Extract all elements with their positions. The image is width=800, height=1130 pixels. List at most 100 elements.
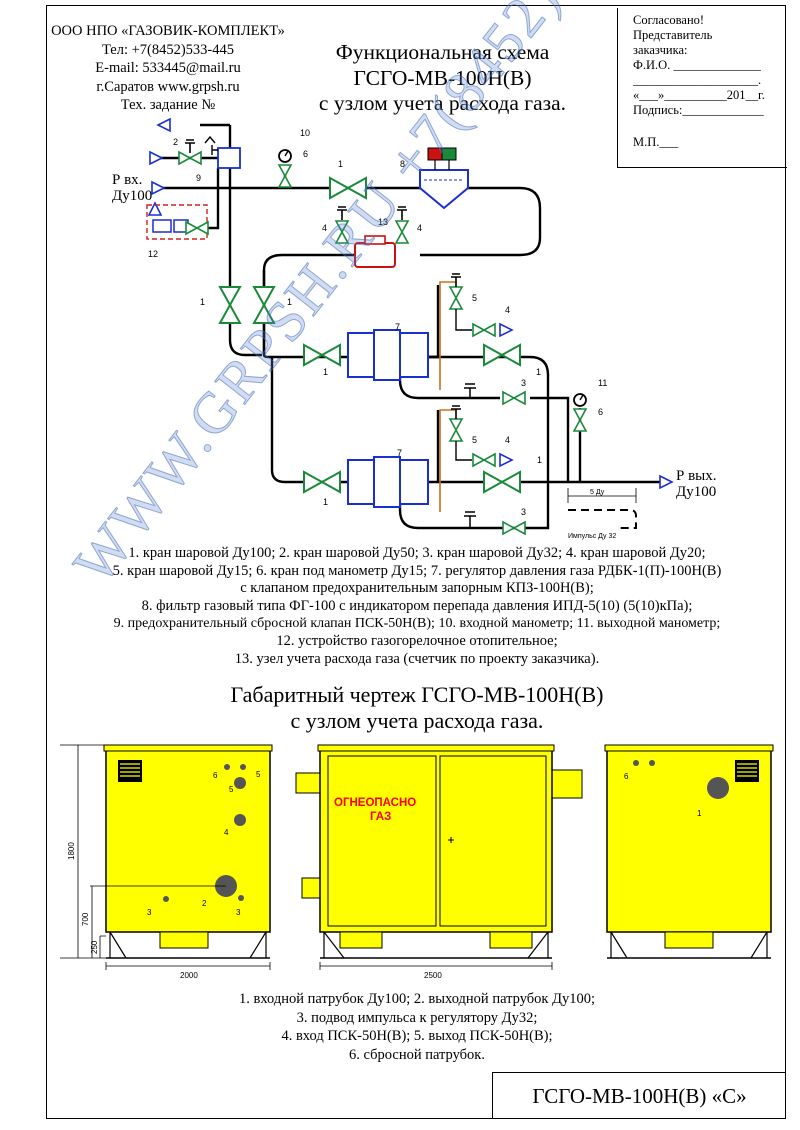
svg-text:1: 1 [200, 297, 205, 307]
approval-line: ____________________. [633, 73, 762, 87]
approval-sign: Подпись:_____________ [633, 103, 764, 117]
approval-block: Согласовано! Представитель заказчика: Ф.… [617, 8, 787, 168]
approval-fio: Ф.И.О. ______________ [633, 58, 761, 72]
inlet-label: Р вх. Ду100 [112, 172, 152, 204]
svg-text:4: 4 [322, 223, 327, 233]
manometer-11-icon [573, 393, 587, 407]
cabinet-front [295, 744, 583, 970]
company-phone: Тел: +7(8452)533-445 [101, 41, 235, 58]
valve-5-b [449, 418, 463, 442]
approval-rep1: Представитель [633, 28, 713, 42]
approval-rep2: заказчика: [633, 43, 688, 57]
legend2-item: 6. сбросной патрубок. [349, 1046, 485, 1063]
outlet-label-dn: Ду100 [676, 484, 717, 500]
scheme-legend: 1. кран шаровой Ду100; 2. кран шаровой Д… [48, 545, 786, 668]
svg-text:9: 9 [196, 173, 201, 183]
valve-1-line2-in [303, 471, 341, 493]
valve-4-b-handle [396, 206, 408, 221]
valve-4-a [335, 220, 349, 244]
svg-text:4: 4 [505, 305, 510, 315]
gas-meter-13-icon [354, 235, 396, 268]
valve-1-bypass-a [219, 286, 241, 324]
approval-agreed: Согласовано! [633, 13, 705, 27]
vent-arrow-a [499, 323, 513, 337]
svg-text:1: 1 [697, 809, 702, 818]
dimension-title: Габаритный чертеж ГСГО-МВ-100Н(В) с узло… [48, 682, 786, 734]
outlet-arrow [659, 475, 673, 489]
valve-4-d [472, 453, 496, 467]
svg-text:6: 6 [598, 407, 603, 417]
svg-text:11: 11 [598, 378, 607, 388]
valve-5-b-handle [450, 405, 462, 420]
impulse-tap-a [464, 383, 476, 398]
dim-700: 700 [81, 912, 90, 926]
drawing-frame [46, 5, 786, 1119]
scheme-title-line1: Функциональная схема [335, 40, 550, 64]
approval-mp: М.П.___ [633, 135, 679, 149]
valve-4-c [472, 323, 496, 337]
svg-text:3: 3 [521, 378, 526, 388]
valve-3-a [502, 391, 526, 405]
dim-5du-label: 5 Ду [590, 489, 605, 496]
cabinet-side-right [604, 744, 774, 959]
warning-line2: ГАЗ [370, 811, 391, 823]
svg-text:6: 6 [303, 149, 308, 159]
valve-1-inlet [329, 177, 367, 199]
valve-2 [178, 151, 202, 165]
valve-4-a-handle [336, 206, 348, 221]
legend1-item: 13. узел учета расхода газа (счетчик по … [234, 650, 600, 667]
outlet-label-p: Р вых. [676, 468, 717, 484]
dim-lines-left [60, 744, 271, 970]
legend2-item: 4. вход ПСК-50Н(В); 5. выход ПСК-50Н(В); [281, 1028, 553, 1044]
legend1-item: 9. предохранительный сбросной клапан ПСК… [113, 616, 721, 632]
company-name: ООО НПО «ГАЗОВИК-КОМПЛЕКТ» [51, 23, 285, 39]
svg-text:2: 2 [173, 137, 178, 147]
scheme-title-line2: ГСГО-МВ-100Н(В) [353, 65, 532, 90]
svg-text:13: 13 [378, 217, 388, 227]
impulse-dashed-line [568, 509, 637, 529]
dim-width-front: 2500 [424, 971, 442, 980]
svg-text:7: 7 [395, 322, 400, 332]
regulator-7-line2-icon [347, 456, 429, 508]
svg-text:1: 1 [536, 367, 541, 377]
scheme-title: Функциональная схема ГСГО-МВ-100Н(В) с у… [280, 40, 605, 117]
inlet-label-dn: Ду100 [112, 188, 153, 204]
svg-text:1: 1 [338, 159, 343, 169]
inlet-arrow [151, 181, 165, 195]
svg-text:5: 5 [472, 293, 477, 303]
company-block: ООО НПО «ГАЗОВИК-КОМПЛЕКТ» Тел: +7(8452)… [48, 22, 288, 115]
valve-1-line2-out [483, 471, 521, 493]
legend2-item: 3. подвод импульса к регулятору Ду32; [296, 1009, 538, 1026]
dimension-title-line2: с узлом учета расхода газа. [290, 708, 544, 733]
outlet-label: Р вых. Ду100 [676, 468, 717, 500]
dim-width-side: 2000 [180, 971, 198, 980]
svg-text:1: 1 [323, 497, 328, 507]
svg-text:5: 5 [256, 770, 261, 779]
legend1-item: 5. кран шаровой Ду15; 6. кран под маноме… [112, 562, 722, 579]
svg-text:8: 8 [400, 159, 405, 169]
valve-1-line1-in [303, 344, 341, 366]
valve-3-b [502, 521, 526, 535]
valve-1-bypass-b [253, 286, 275, 324]
legend1-item: 8. фильтр газовый типа ФГ-100 с индикато… [141, 597, 693, 614]
svg-text:3: 3 [521, 507, 526, 517]
legend1-item: 1. кран шаровой Ду100; 2. кран шаровой Д… [128, 545, 706, 561]
svg-text:3: 3 [147, 908, 152, 917]
valve-5-a [449, 286, 463, 310]
impulse-lines [439, 281, 456, 512]
psk-valve-9-icon [204, 135, 241, 169]
title-stamp: ГСГО-МВ-100Н(В) «С» [492, 1072, 786, 1119]
svg-text:7: 7 [397, 448, 402, 458]
svg-text:5: 5 [472, 435, 477, 445]
inlet-label-p: Р вх. [112, 172, 143, 188]
svg-text:12: 12 [148, 249, 158, 259]
burner-unit-12-icon [146, 204, 209, 240]
valve-6-out [573, 408, 587, 432]
svg-text:2: 2 [202, 899, 207, 908]
dimension-legend: 1. входной патрубок Ду100; 2. выходной п… [48, 990, 786, 1064]
manometer-10-icon [278, 149, 292, 163]
legend2-item: 1. входной патрубок Ду100; 2. выходной п… [238, 991, 595, 1007]
svg-text:4: 4 [224, 828, 229, 837]
svg-text:3: 3 [236, 908, 241, 917]
